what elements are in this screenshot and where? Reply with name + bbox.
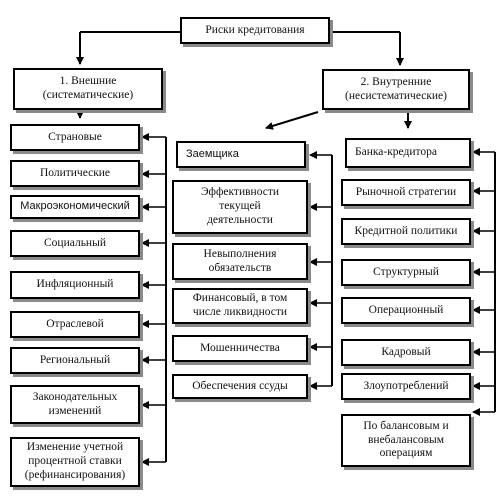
borrower-item-label: Обеспечения ссуды bbox=[192, 379, 288, 392]
bank-item: По балансовым и внебалансовым операциям bbox=[341, 414, 471, 467]
bank-item-label: Рыночной стратегии bbox=[355, 185, 457, 198]
bank-item: Рыночной стратегии bbox=[341, 179, 471, 206]
external-item: Инфляционный bbox=[10, 271, 140, 299]
external-item: Отраслевой bbox=[10, 311, 140, 338]
bank-node: Банка-кредитора bbox=[345, 138, 471, 168]
external-item-label: Страновые bbox=[48, 130, 102, 143]
borrower-item: Финансовый, в том числе ликвидности bbox=[172, 288, 308, 324]
external-item-label: Изменение учетной процентной ставки (реф… bbox=[24, 441, 126, 481]
bank-item: Злоупотреблений bbox=[341, 373, 471, 400]
borrower-item-label: Невыполнения обязательств bbox=[203, 247, 277, 274]
bank-item-label: Кредитной политики bbox=[354, 224, 458, 237]
external-item-label: Региональный bbox=[39, 353, 111, 366]
internal-risks-node: 2. Внутренние (несистематические) bbox=[322, 69, 470, 110]
borrower-item-label: Мошенничества bbox=[200, 341, 280, 354]
external-item: Социальный bbox=[10, 230, 140, 257]
external-item: Политические bbox=[10, 160, 140, 187]
bank-item-label: Злоупотреблений bbox=[363, 379, 449, 392]
root-node: Риски кредитования bbox=[180, 17, 330, 44]
external-item-label: Политические bbox=[39, 166, 111, 179]
borrower-item: Обеспечения ссуды bbox=[172, 374, 308, 399]
external-item-label: Отраслевой bbox=[46, 317, 104, 330]
bank-item: Операционный bbox=[341, 297, 471, 324]
external-item: Региональный bbox=[10, 347, 140, 374]
borrower-label: Заемщика bbox=[186, 147, 239, 160]
bank-item: Кадровый bbox=[341, 339, 471, 366]
external-risks-label: 1. Внешние (систематические) bbox=[42, 75, 134, 101]
bank-item-label: По балансовым и внебалансовым операциям bbox=[363, 419, 449, 460]
bank-item-label: Операционный bbox=[368, 303, 444, 316]
external-item-label: Инфляционный bbox=[36, 278, 114, 291]
borrower-node: Заемщика bbox=[176, 141, 306, 168]
borrower-item: Невыполнения обязательств bbox=[172, 243, 308, 280]
bank-item-label: Кадровый bbox=[381, 345, 431, 358]
external-item: Изменение учетной процентной ставки (реф… bbox=[10, 437, 140, 487]
external-item-label: Законодательных изменений bbox=[32, 390, 118, 417]
borrower-item: Эффективности текущей деятельности bbox=[172, 180, 308, 234]
bank-item-label: Структурный bbox=[373, 265, 439, 278]
external-item-label: Макроэкономический bbox=[20, 200, 130, 213]
bank-item: Кредитной политики bbox=[341, 218, 471, 245]
external-item: Страновые bbox=[10, 124, 140, 151]
external-item-label: Социальный bbox=[44, 236, 106, 249]
bank-item: Структурный bbox=[341, 259, 471, 286]
root-label: Риски кредитования bbox=[205, 23, 305, 36]
borrower-item-label: Финансовый, в том числе ликвидности bbox=[192, 292, 288, 318]
borrower-item-label: Эффективности текущей деятельности bbox=[200, 186, 280, 226]
external-item: Макроэкономический bbox=[10, 195, 140, 219]
internal-risks-label: 2. Внутренние (несистематические) bbox=[344, 75, 447, 102]
external-item: Законодательных изменений bbox=[10, 385, 140, 424]
external-risks-node: 1. Внешние (систематические) bbox=[13, 68, 163, 110]
bank-label: Банка-кредитора bbox=[355, 146, 437, 159]
borrower-item: Мошенничества bbox=[172, 335, 308, 362]
